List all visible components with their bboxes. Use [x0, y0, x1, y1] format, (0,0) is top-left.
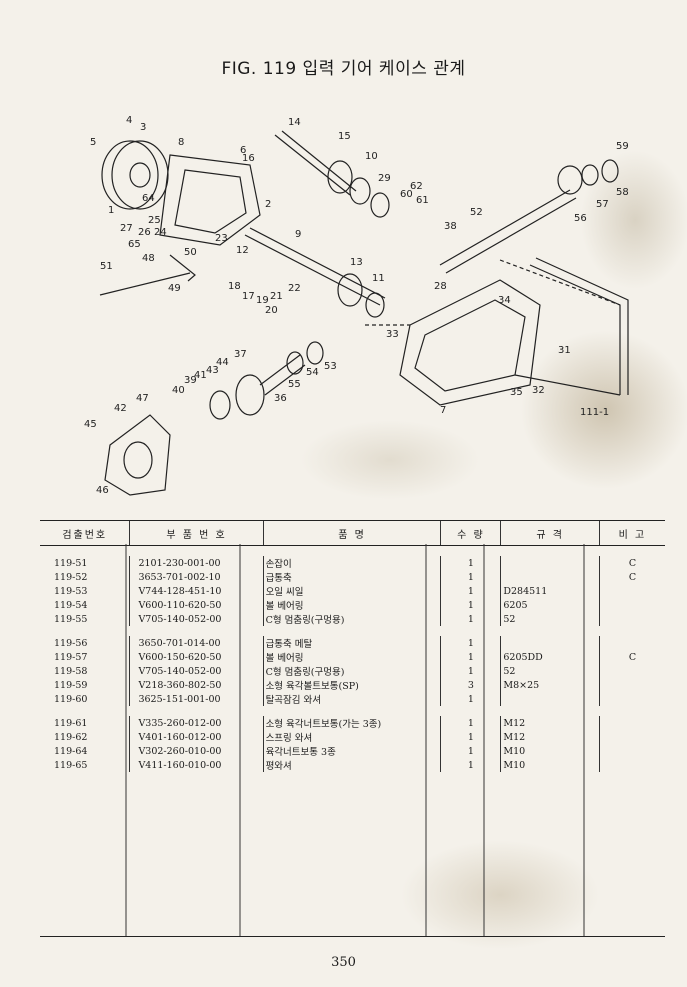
- callout-15: 15: [338, 131, 351, 142]
- callout-58: 58: [616, 187, 629, 198]
- table-row: 119-57 V600-150-620-50 볼 베어링 1 6205DD C: [40, 650, 665, 664]
- callout-56: 56: [574, 213, 587, 224]
- callout-42: 42: [114, 403, 127, 414]
- callout-7: 7: [440, 405, 446, 416]
- callout-25: 25: [148, 215, 161, 226]
- callout-39: 39: [184, 375, 197, 386]
- callout-49: 49: [168, 283, 181, 294]
- callout-50: 50: [184, 247, 197, 258]
- callout-32: 32: [532, 385, 545, 396]
- col-header-note: 비 고: [598, 520, 665, 546]
- table-row: 119-61 V335-260-012-00 소형 육각너트보통(가는 3종) …: [40, 716, 665, 730]
- callout-6: 6: [240, 145, 246, 156]
- callout-29: 29: [378, 173, 391, 184]
- callout-14: 14: [288, 117, 301, 128]
- callout-8: 8: [178, 137, 184, 148]
- callout-27: 27: [120, 223, 133, 234]
- table-row: 119-55 V705-140-052-00 C형 멈춤링(구멍용) 1 52: [40, 612, 665, 626]
- callout-33: 33: [386, 329, 399, 340]
- callout-64: 64: [142, 193, 155, 204]
- diagram-svg: 1234567891011121314151617181920212223242…: [84, 115, 629, 496]
- col-header-qty: 수 량: [440, 520, 501, 546]
- col-header-spec: 규 격: [500, 520, 600, 546]
- callout-51: 51: [100, 261, 113, 272]
- callout-46: 46: [96, 485, 109, 496]
- callout-10: 10: [365, 151, 378, 162]
- callout-35: 35: [510, 387, 523, 398]
- callout-53: 53: [324, 361, 337, 372]
- callout-18: 18: [228, 281, 241, 292]
- callout-36: 36: [274, 393, 287, 404]
- callout-4: 4: [126, 115, 132, 126]
- callout-31: 31: [558, 345, 571, 356]
- callout-20: 20: [265, 305, 278, 316]
- table-row: 119-56 3650-701-014-00 급통축 메탈 1: [40, 636, 665, 650]
- callout-24: 24: [154, 227, 167, 238]
- callout-60: 60: [400, 189, 413, 200]
- callout-54: 54: [306, 367, 319, 378]
- callout-48: 48: [142, 253, 155, 264]
- callout-52: 52: [470, 207, 483, 218]
- callout-44: 44: [216, 357, 229, 368]
- callout-2: 2: [265, 199, 271, 210]
- table-row: 119-59 V218-360-802-50 소형 육각볼트보통(SP) 3 M…: [40, 678, 665, 692]
- callout-59: 59: [616, 141, 629, 152]
- callout-17: 17: [242, 291, 255, 302]
- page-number: 350: [331, 955, 356, 970]
- callout-34: 34: [498, 295, 511, 306]
- callout-23: 23: [215, 233, 228, 244]
- table-row: 119-65 V411-160-010-00 평와셔 1 M10: [40, 758, 665, 772]
- col-header-ref-no: 검출번호: [40, 520, 130, 546]
- callout-41: 41: [194, 370, 207, 381]
- table-row: 119-51 2101-230-001-00 손잡이 1 C: [40, 556, 665, 570]
- table-row: 119-52 3653-701-002-10 급통축 1 C: [40, 570, 665, 584]
- table-row: 119-53 V744-128-451-10 오일 씨일 1 D284511: [40, 584, 665, 598]
- callout-26: 26: [138, 227, 151, 238]
- stain-bottom-right: [400, 840, 600, 950]
- callout-11: 11: [372, 273, 385, 284]
- callout-45: 45: [84, 419, 97, 430]
- table-row: 119-58 V705-140-052-00 C형 멈춤링(구멍용) 1 52: [40, 664, 665, 678]
- callout-57: 57: [596, 199, 609, 210]
- table-row: 119-64 V302-260-010-00 육각너트보통 3종 1 M10: [40, 744, 665, 758]
- table-row: 119-62 V401-160-012-00 스프링 와셔 1 M12: [40, 730, 665, 744]
- callout-1: 1: [108, 205, 114, 216]
- figure-title: FIG. 119 입력 기어 케이스 관계: [221, 59, 466, 79]
- table-row: 119-60 3625-151-001-00 탈곡잠김 와셔 1: [40, 692, 665, 706]
- callout-28: 28: [434, 281, 447, 292]
- col-header-part-name: 품 명: [262, 520, 441, 546]
- table-header-row: 검출번호 부 품 번 호 품 명 수 량 규 격 비 고: [40, 520, 665, 546]
- col-header-part-no: 부 품 번 호: [129, 520, 264, 546]
- callout-21: 21: [270, 291, 283, 302]
- callout-22: 22: [288, 283, 301, 294]
- callout-19: 19: [256, 295, 269, 306]
- callout-55: 55: [288, 379, 301, 390]
- callout-65: 65: [128, 239, 141, 250]
- callout-40: 40: [172, 385, 185, 396]
- callout-38: 38: [444, 221, 457, 232]
- callout-13: 13: [350, 257, 363, 268]
- callout-47: 47: [136, 393, 149, 404]
- table-bottom-rule: [40, 936, 665, 937]
- callout-12: 12: [236, 245, 249, 256]
- callout-5: 5: [90, 137, 96, 148]
- callout-37: 37: [234, 349, 247, 360]
- callout-62: 62: [410, 181, 423, 192]
- callout-3: 3: [140, 122, 146, 133]
- callout-9: 9: [295, 229, 301, 240]
- callout-43: 43: [206, 365, 219, 376]
- callout-61: 61: [416, 195, 429, 206]
- callout-16: 16: [242, 153, 255, 164]
- callout-111-1: 111-1: [580, 407, 609, 418]
- parts-table: 검출번호 부 품 번 호 품 명 수 량 규 격 비 고 119-51 2101…: [40, 520, 665, 772]
- table-row: 119-54 V600-110-620-50 볼 베어링 1 6205: [40, 598, 665, 612]
